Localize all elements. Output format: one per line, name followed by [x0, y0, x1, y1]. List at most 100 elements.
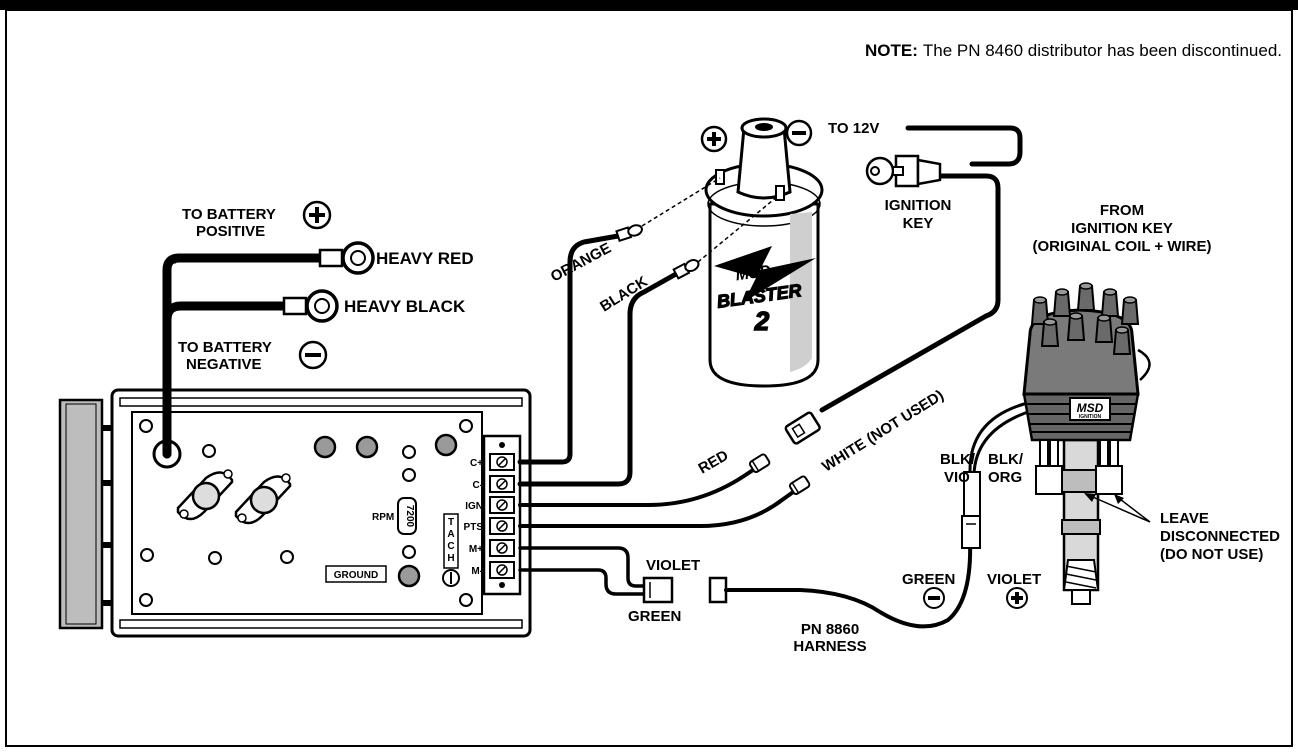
screw: [402, 445, 416, 459]
green-wire-label: GREEN: [628, 608, 681, 625]
harness-label: PN 8860: [801, 621, 859, 638]
screw: [202, 444, 216, 458]
screw: [139, 419, 153, 433]
red-wire-label: RED: [696, 447, 732, 478]
coil-minus-icon: [785, 119, 813, 147]
module-connector-right: [1095, 465, 1123, 495]
green-minus-icon: [923, 587, 945, 609]
screw: [402, 545, 416, 559]
knob: [313, 435, 337, 459]
from-label-2: IGNITION KEY: [1071, 220, 1173, 237]
violet-wire-label: VIOLET: [646, 557, 700, 574]
bracket-slot-3: [102, 542, 114, 548]
pickup-connector-lower: [961, 515, 981, 549]
harness-cable: [724, 538, 973, 629]
box-knobs: [313, 433, 458, 588]
msd-blaster-coil: MSD BLASTER 2: [704, 117, 824, 388]
screw: [208, 551, 222, 565]
rpm-value: 7200: [404, 505, 415, 528]
battery-positive-label: TO BATTERY: [182, 206, 276, 223]
distributor-cap-towers: [1030, 282, 1140, 355]
terminal-pts: PTS: [464, 517, 515, 535]
green-wire: [518, 568, 648, 596]
terminal-label: M+: [469, 544, 483, 555]
leave-label-3: (DO NOT USE): [1160, 546, 1263, 563]
terminal-rows: C+ C- IGN PTS M+ M-: [464, 453, 515, 579]
blk-org-label-2: ORG: [988, 469, 1022, 486]
blk-vio-wire: [968, 402, 1026, 522]
screw: [280, 550, 294, 564]
ignition-key-label: IGNITION: [885, 197, 952, 214]
note-prefix: NOTE:: [865, 41, 918, 60]
black-dashed-connection: [697, 195, 779, 263]
green-right-label: GREEN: [902, 571, 955, 588]
bracket-slot-4: [102, 600, 114, 606]
box-harness-connector: [642, 576, 674, 604]
to-12v-wire: [905, 125, 1023, 167]
rpm-label: RPM: [372, 512, 394, 523]
terminal-mplus: M+: [469, 539, 515, 557]
from-label: FROM: [1100, 202, 1144, 219]
violet-wire: [518, 546, 648, 588]
harness-label-2: HARNESS: [793, 638, 866, 655]
red-wire: [518, 466, 758, 507]
knob: [434, 433, 458, 457]
minus-icon: [298, 340, 328, 370]
to-12v-label: TO 12V: [828, 120, 879, 137]
terminal-cplus: C+: [470, 453, 515, 471]
knob: [355, 435, 379, 459]
leave-label: LEAVE: [1160, 510, 1209, 527]
tach-letter: C: [447, 541, 454, 552]
bracket-inner: [65, 403, 97, 625]
terminal-cminus: C-: [472, 475, 515, 493]
black-lug-crimp: [282, 296, 308, 316]
red-key-connector: [784, 411, 821, 445]
leave-disconnected-callout: [1084, 493, 1151, 523]
terminal-label: M-: [471, 566, 483, 577]
blk-vio-label: BLK/: [940, 451, 976, 468]
ground-label: GROUND: [334, 570, 378, 581]
tach-letter: H: [447, 553, 454, 564]
blk-vio-label-2: VIO: [944, 469, 970, 486]
blk-org-label: BLK/: [988, 451, 1024, 468]
battery-negative-label: TO BATTERY: [178, 339, 272, 356]
top-band: [0, 0, 1298, 10]
bracket-slot-2: [102, 480, 114, 486]
mounting-bracket: [58, 398, 104, 630]
black-ring-terminal: [672, 259, 700, 280]
violet-right-label: VIOLET: [987, 571, 1041, 588]
note-text: NOTE:The PN 8460 distributor has been di…: [865, 41, 1282, 60]
transistor-1: [176, 469, 234, 521]
terminal-label: PTS: [464, 522, 484, 533]
box-screws: [139, 419, 473, 607]
orange-dashed-connection: [641, 177, 721, 227]
white-wire: [518, 488, 798, 528]
screw: [459, 419, 473, 433]
screw: [139, 593, 153, 607]
bracket-slot-1: [102, 425, 114, 431]
ignition-key-label-2: KEY: [903, 215, 934, 232]
plus-icon: [302, 200, 332, 230]
terminal-mminus: M-: [471, 561, 515, 579]
white-spade-connector: [788, 475, 811, 495]
harness-connector: [708, 576, 728, 604]
ignition-key: [819, 125, 1023, 413]
from-label-3: (ORIGINAL COIL + WIRE): [1032, 238, 1211, 255]
rpm-module: [397, 497, 417, 535]
coil-plus-icon: [700, 125, 728, 153]
coil-brand: MSD: [735, 263, 773, 285]
box-bottom-fin: [119, 619, 523, 629]
terminal-label: C+: [470, 458, 483, 469]
distributor-badge-text: MSD: [1077, 401, 1104, 415]
box-top-fin: [119, 397, 523, 407]
orange-ring-terminal: [615, 224, 643, 243]
diagram-frame: [5, 9, 1293, 747]
screw: [140, 548, 154, 562]
tach-letter: A: [447, 529, 454, 540]
terminal-label: IGN: [465, 501, 483, 512]
ground-tag: [325, 565, 387, 583]
distributor: MSD IGNITION: [961, 282, 1151, 605]
